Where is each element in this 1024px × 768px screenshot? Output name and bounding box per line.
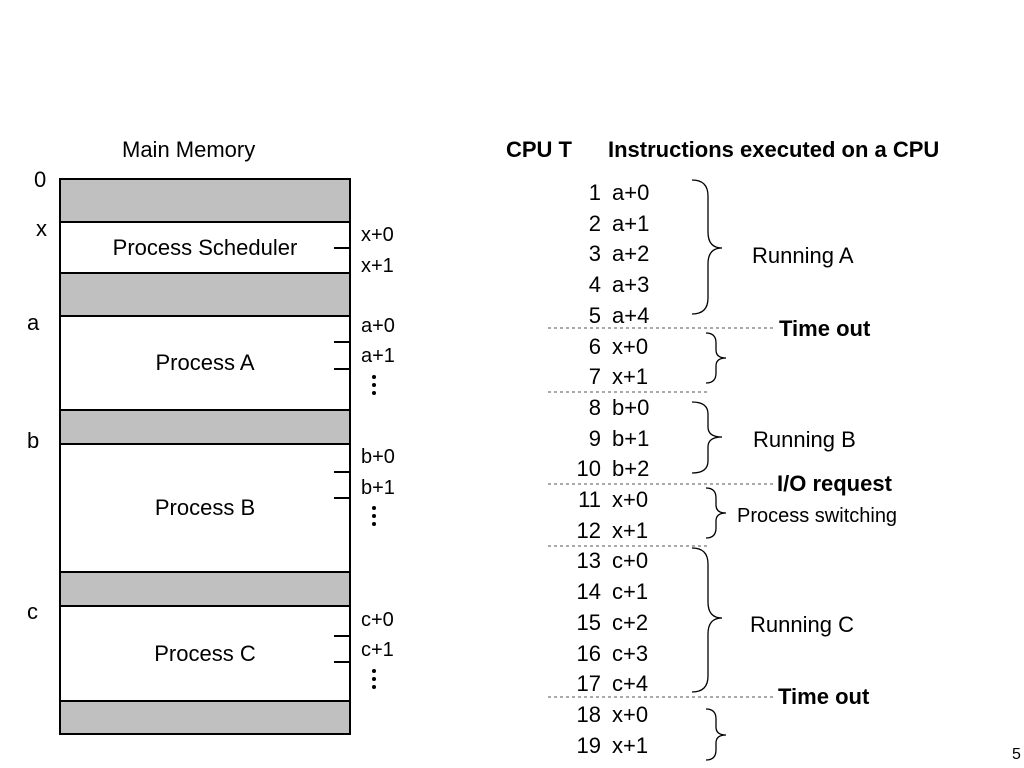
offset-label: x+0 (361, 224, 394, 246)
process-b-block: Process B (59, 443, 351, 573)
cpu-time-value: 4 (588, 272, 601, 297)
instruction-value: a+4 (612, 303, 650, 328)
process-c-label: Process C (154, 640, 256, 666)
offset-label: c+0 (361, 609, 394, 631)
running-b-label: Running B (753, 427, 856, 452)
instruction-value: a+0 (612, 180, 650, 205)
offset-label: a+0 (361, 315, 395, 337)
instruction-value: c+3 (612, 641, 649, 666)
brace-switch-1 (705, 332, 727, 384)
cpu-time-value: 10 (576, 456, 601, 481)
process-a-block: Process A (59, 315, 351, 411)
offset-label: a+1 (361, 345, 395, 367)
time-out-label: Time out (779, 316, 871, 341)
cpu-time-value: 16 (576, 641, 601, 666)
offset-tick (334, 368, 351, 370)
cpu-time-value: 17 (576, 671, 601, 696)
instruction-value: a+1 (612, 211, 650, 236)
cpu-time-header: CPU T (506, 137, 572, 162)
instruction-value: x+1 (612, 518, 649, 543)
memory-title: Main Memory (122, 137, 256, 162)
offset-label: x+1 (361, 255, 394, 277)
memory-gap-band (59, 700, 351, 735)
instruction-value: x+1 (612, 733, 649, 758)
address-x: x (36, 216, 47, 241)
instruction-value: c+4 (612, 671, 649, 696)
cpu-time-value: 3 (588, 241, 601, 266)
time-out-label: Time out (778, 684, 870, 709)
offset-label: b+0 (361, 446, 395, 468)
address-0: 0 (34, 167, 47, 192)
instruction-value: c+1 (612, 579, 649, 604)
brace-running-c (691, 547, 723, 693)
offset-tick (334, 247, 351, 249)
instructions-header: Instructions executed on a CPU (608, 137, 940, 162)
cpu-time-value: 13 (576, 548, 601, 573)
instruction-value: a+2 (612, 241, 650, 266)
io-request-label: I/O request (777, 471, 892, 496)
brace-running-b (691, 401, 723, 474)
instruction-value: c+2 (612, 610, 649, 635)
instruction-value: x+1 (612, 364, 649, 389)
brace-running-a (691, 179, 723, 315)
brace-switch-2 (705, 708, 727, 761)
offset-label: b+1 (361, 477, 395, 499)
running-c-label: Running C (750, 612, 854, 637)
instruction-value: x+0 (612, 334, 649, 359)
cpu-time-value: 7 (588, 364, 601, 389)
instruction-value: b+2 (612, 456, 650, 481)
process-a-label: Process A (155, 350, 255, 375)
address-a: a (27, 310, 40, 335)
address-b: b (27, 428, 40, 453)
brace-process-switching (705, 487, 727, 539)
cpu-time-value: 19 (576, 733, 601, 758)
page-number: 5 (1012, 746, 1021, 763)
offset-tick (334, 471, 351, 473)
vertical-ellipsis-icon (372, 506, 376, 530)
cpu-time-value: 12 (576, 518, 601, 543)
cpu-time-value: 14 (576, 579, 601, 604)
process-scheduler-block: Process Scheduler (59, 221, 351, 274)
process-switching-label: Process switching (737, 505, 898, 527)
instruction-value: b+0 (612, 395, 650, 420)
offset-tick (334, 635, 351, 637)
cpu-time-value: 11 (578, 487, 601, 512)
instruction-value: a+3 (612, 272, 650, 297)
offset-label: c+1 (361, 639, 394, 661)
process-b-label: Process B (154, 495, 256, 520)
instruction-value: x+0 (612, 702, 649, 727)
cpu-time-value: 15 (576, 610, 601, 635)
offset-tick (334, 497, 351, 499)
cpu-time-value: 5 (588, 303, 601, 328)
cpu-time-value: 18 (576, 702, 601, 727)
instruction-value: x+0 (612, 487, 649, 512)
cpu-time-value: 6 (588, 334, 601, 359)
vertical-ellipsis-icon (372, 375, 376, 399)
offset-tick (334, 341, 351, 343)
cpu-time-value: 2 (588, 211, 601, 236)
running-a-label: Running A (752, 243, 854, 268)
offset-tick (334, 661, 351, 663)
cpu-time-value: 9 (588, 426, 601, 451)
instruction-value: b+1 (612, 426, 650, 451)
cpu-time-value: 1 (588, 180, 601, 205)
instruction-value: c+0 (612, 548, 649, 573)
cpu-time-value: 8 (588, 395, 601, 420)
address-c: c (27, 599, 38, 624)
process-c-block: Process C (59, 605, 351, 702)
vertical-ellipsis-icon (372, 669, 376, 693)
process-scheduler-label: Process Scheduler (112, 234, 298, 260)
